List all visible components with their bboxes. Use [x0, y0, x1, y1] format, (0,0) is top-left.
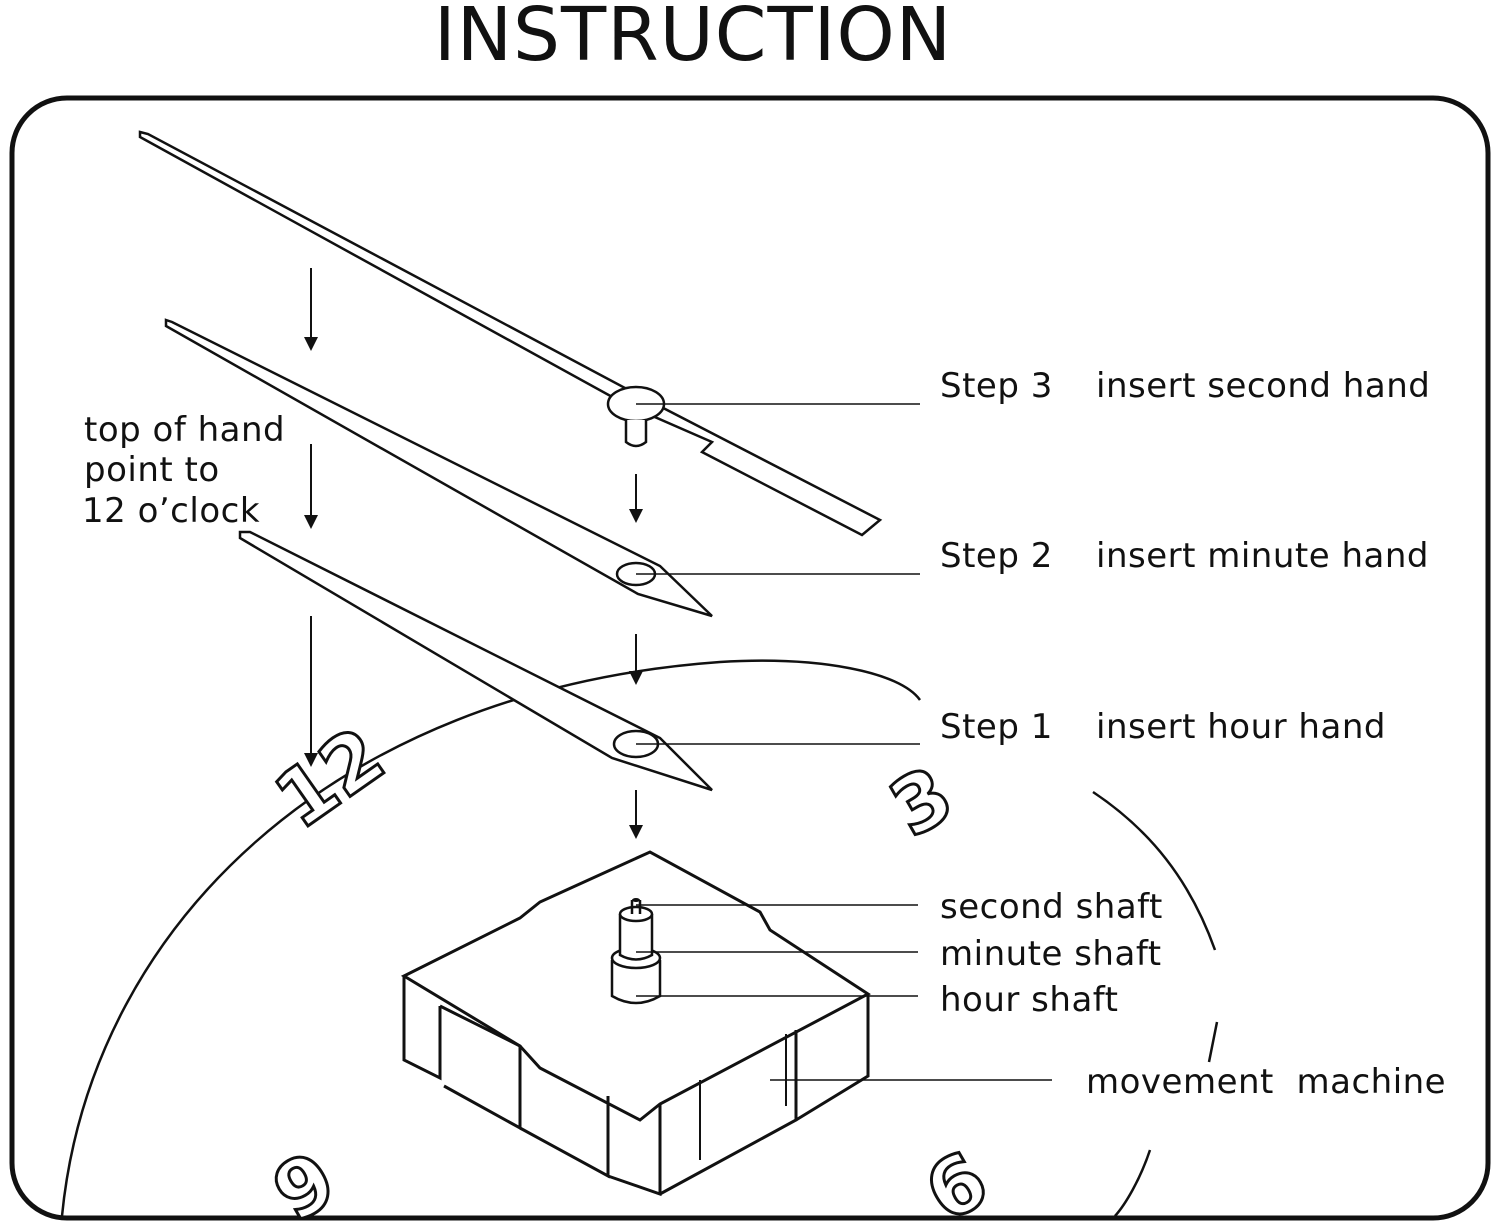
step3-text: insert second hand: [1096, 366, 1430, 406]
diagram-title: INSTRUCTION: [434, 0, 952, 78]
step1-label: Step 1: [940, 707, 1053, 747]
dial-number-12: 12: [260, 711, 401, 847]
diagram-frame: [9, 95, 1491, 1221]
step2-text: insert minute hand: [1096, 536, 1429, 576]
clock-dial-outline-right: [1092, 790, 1217, 951]
note-line-1: top of hand: [84, 410, 285, 450]
dial-number-6: 6: [911, 1135, 1003, 1226]
second-shaft-label: second shaft: [940, 887, 1163, 927]
step2-label: Step 2: [940, 536, 1053, 576]
clock-dial-tick: [1207, 1021, 1219, 1063]
movement-machine-label: movement machine: [1086, 1062, 1446, 1102]
clock-dial-outline-lower: [1114, 1149, 1152, 1217]
clock-dial-outline: [60, 659, 922, 1217]
minute-hand: [164, 318, 713, 618]
note-line-2: point to: [84, 450, 220, 490]
hour-shaft-label: hour shaft: [940, 980, 1119, 1020]
dial-number-9: 9: [259, 1135, 351, 1226]
movement-machine: [400, 850, 871, 1197]
second-hand: [138, 130, 883, 537]
minute-shaft-label: minute shaft: [940, 934, 1162, 974]
step3-label: Step 3: [940, 366, 1053, 406]
step1-text: insert hour hand: [1096, 707, 1386, 747]
dial-number-3: 3: [876, 750, 968, 855]
note-line-3: 12 o’clock: [82, 491, 260, 531]
shaft-stack: [610, 898, 662, 1005]
